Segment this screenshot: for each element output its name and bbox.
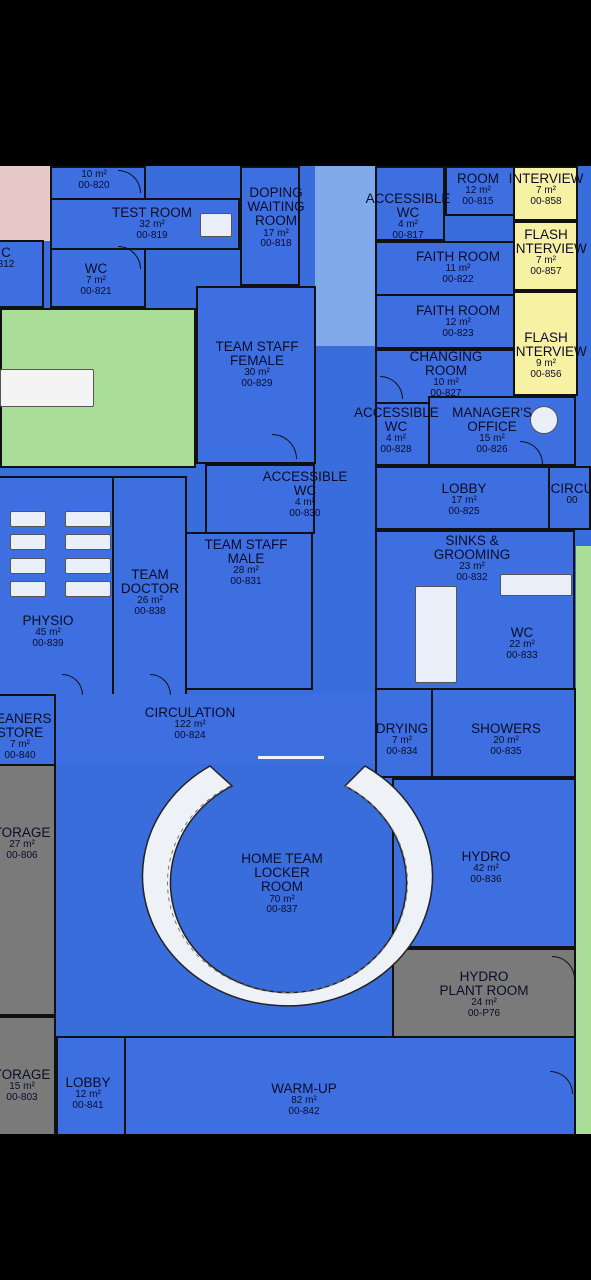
- room-storage-806: [0, 764, 56, 1016]
- room-test-room: [50, 198, 240, 250]
- physio-table: [10, 511, 46, 527]
- room-faith-823: [375, 294, 515, 349]
- room-team-staff-female: [196, 286, 316, 464]
- outdoor-lawn-right: [576, 546, 591, 1134]
- room-circulation: [55, 694, 375, 764]
- room-drying: [375, 688, 433, 778]
- room-faith-822: [375, 241, 515, 296]
- room-flash-interview-856: [513, 291, 578, 396]
- room-cleaners-store: [0, 694, 56, 766]
- room-warm-up: [124, 1036, 576, 1134]
- physio-table: [10, 558, 46, 574]
- physio-table: [65, 511, 111, 527]
- room-sinks-grooming: [375, 530, 575, 690]
- room-showers: [431, 688, 576, 778]
- stairs: [0, 369, 94, 407]
- test-room-desk: [200, 213, 232, 237]
- room-accessible-wc-817: [375, 166, 445, 241]
- locker-ring: [141, 765, 434, 1007]
- physio-table: [65, 581, 111, 597]
- office-table: [530, 406, 558, 434]
- room-doping-waiting: [240, 166, 300, 286]
- room-circu: [548, 466, 591, 530]
- room-storage-803: [0, 1016, 56, 1134]
- room-accessible-wc-830: [205, 464, 315, 534]
- physio-table: [10, 534, 46, 550]
- locker-entrance-line: [258, 756, 324, 759]
- locker-ring-benches: [141, 765, 434, 1007]
- room-interview-858: [513, 166, 578, 221]
- room-top-left-corner: [0, 166, 50, 241]
- courtyard-top: [315, 166, 375, 346]
- physio-table: [10, 581, 46, 597]
- room-c-812: [0, 240, 44, 308]
- physio-table: [65, 558, 111, 574]
- physio-table: [65, 534, 111, 550]
- wc-cubicle: [500, 574, 572, 596]
- wc-cubicle: [415, 586, 457, 683]
- room-hydro-plant: [392, 948, 576, 1038]
- room-flash-interview-857: [513, 221, 578, 291]
